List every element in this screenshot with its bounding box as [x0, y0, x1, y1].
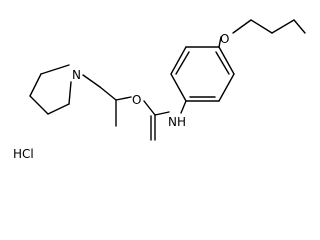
- benzene-ring: [170, 46, 235, 102]
- bond: [99, 86, 117, 101]
- bond: [250, 19, 273, 34]
- ring-nitrogen-label: N: [72, 68, 81, 82]
- hydrochloride-salt-label: HCl: [13, 147, 34, 161]
- bond: [232, 19, 252, 34]
- bond: [154, 111, 170, 116]
- chemical-structure-diagram: N O O NH HCl: [13, 19, 306, 161]
- bond: [170, 73, 187, 102]
- bond: [115, 96, 132, 101]
- bond: [170, 46, 187, 75]
- bond: [143, 100, 156, 116]
- bond: [271, 19, 295, 34]
- bond: [293, 19, 306, 34]
- bond: [47, 103, 70, 115]
- bond: [40, 64, 70, 75]
- ester-oxygen-label: O: [132, 93, 141, 107]
- bond: [218, 73, 235, 102]
- bond: [29, 95, 49, 115]
- amide-nitrogen-label: NH: [168, 115, 186, 129]
- bond: [82, 74, 101, 88]
- bond: [218, 36, 222, 48]
- bond: [175, 51, 190, 75]
- bond: [215, 51, 230, 75]
- bond: [29, 73, 42, 97]
- pyrrolidine-ring: [29, 64, 72, 115]
- ether-oxygen-label: O: [220, 32, 229, 46]
- bond: [68, 81, 72, 105]
- bond: [218, 46, 235, 75]
- bond: [180, 100, 187, 114]
